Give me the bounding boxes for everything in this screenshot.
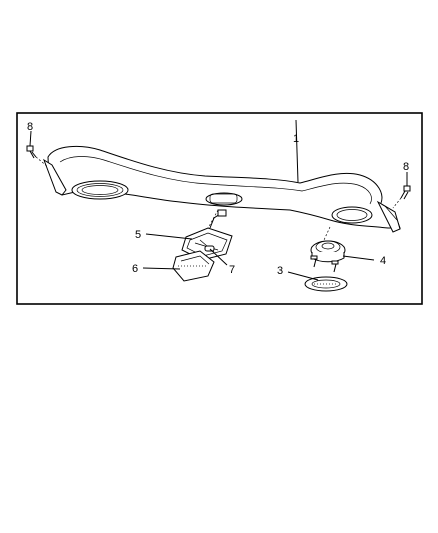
screw-icon: [400, 185, 411, 200]
screw-icon: [26, 145, 37, 159]
leader-line-1: [295, 119, 299, 183]
leader-line-7: [209, 248, 228, 266]
callout-4: 4: [380, 255, 386, 267]
leader-line-8-left: [29, 130, 32, 147]
leader-line-6: [142, 267, 181, 270]
speaker-grille-icon: [304, 276, 348, 292]
lamp-lens-icon: [172, 250, 215, 282]
screw-icon: [310, 255, 318, 268]
callout-7: 7: [229, 264, 235, 276]
leader-line-4: [342, 255, 375, 261]
callout-8-right: 8: [403, 161, 409, 173]
callout-5: 5: [135, 229, 141, 241]
screw-icon: [331, 260, 339, 273]
speaker-icon: [310, 240, 346, 263]
bulb-icon: [204, 245, 215, 252]
overhead-console-panel-icon: [43, 145, 401, 233]
callout-1: 1: [293, 133, 299, 145]
leader-line-5: [145, 233, 193, 240]
diagram-frame: [16, 112, 423, 305]
lamp-housing-icon: [181, 209, 233, 261]
callout-3: 3: [277, 265, 283, 277]
callout-8-left: 8: [27, 121, 33, 133]
leader-line-3: [287, 271, 319, 281]
callout-6: 6: [132, 263, 138, 275]
